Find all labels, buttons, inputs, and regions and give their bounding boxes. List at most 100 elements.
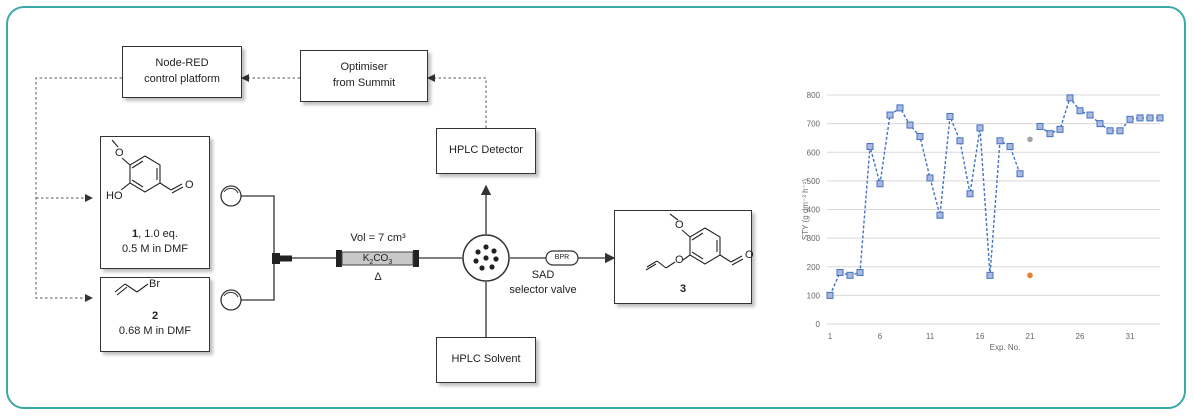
reactor-reagent: K2CO3 xyxy=(342,252,413,269)
x-axis-label: Exp. No. xyxy=(990,343,1021,352)
x-tick-label: 1 xyxy=(828,332,833,341)
structure-3-methoxy-o: O xyxy=(675,219,684,231)
reactor-volume: Vol = 7 cm³ xyxy=(350,232,406,244)
reactor-heat: Δ xyxy=(374,271,382,283)
data-point xyxy=(1116,127,1124,135)
orange-data-point xyxy=(1027,272,1033,279)
data-point xyxy=(836,268,844,276)
data-point xyxy=(916,133,924,141)
x-tick-label: 31 xyxy=(1126,332,1135,341)
data-point xyxy=(1106,127,1114,135)
valve-label: SAD selector valve xyxy=(503,268,583,298)
data-point xyxy=(896,104,904,112)
data-point xyxy=(846,271,854,279)
data-point xyxy=(986,271,994,279)
data-point xyxy=(976,124,984,132)
data-point xyxy=(1066,94,1074,102)
data-point xyxy=(906,121,914,129)
y-tick-label: 700 xyxy=(807,120,821,129)
reactor-reagent-sub2: 3 xyxy=(388,259,393,266)
reagent-2-number: 2 xyxy=(151,310,159,322)
hplc-solvent-box: HPLC Solvent xyxy=(436,337,536,383)
bpr-label: BPR xyxy=(554,254,570,261)
x-tick-label: 21 xyxy=(1026,332,1035,341)
structure-3 xyxy=(645,213,744,271)
data-point xyxy=(1036,122,1044,130)
y-tick-label: 100 xyxy=(807,291,821,300)
structure-1-methoxy-o: O xyxy=(115,147,124,159)
hplc-solvent-label: HPLC Solvent xyxy=(451,353,521,366)
x-tick-label: 6 xyxy=(878,332,883,341)
data-point xyxy=(996,137,1004,145)
y-tick-label: 400 xyxy=(807,206,821,215)
data-point xyxy=(1156,114,1164,122)
x-tick-label: 16 xyxy=(976,332,985,341)
hplc-detector-label: HPLC Detector xyxy=(449,144,523,157)
reactor-reagent-k: K xyxy=(362,253,370,264)
data-point xyxy=(926,174,934,182)
valve-label-line-2: selector valve xyxy=(509,283,577,296)
sad-selector-valve xyxy=(462,234,510,282)
x-tick-label: 11 xyxy=(926,332,935,341)
structure-3-ether-o: O xyxy=(675,254,684,266)
structure-2 xyxy=(114,283,149,296)
data-point xyxy=(966,190,974,198)
product-caption: 3 xyxy=(614,282,752,297)
gray-data-point xyxy=(1027,136,1033,143)
reactor-reagent-sub1: 2 xyxy=(369,259,374,266)
data-point xyxy=(1046,130,1054,138)
data-point xyxy=(856,268,864,276)
node-red-line-1: Node-RED xyxy=(155,57,209,70)
reagent-1-concentration: 0.5 M in DMF xyxy=(121,242,188,255)
hplc-detector-box: HPLC Detector xyxy=(436,128,536,174)
structure-1-aldehyde-o: O xyxy=(185,179,194,191)
reagent-2-concentration: 0.68 M in DMF xyxy=(118,324,192,337)
valve-label-line-1: SAD xyxy=(531,269,555,281)
y-tick-label: 600 xyxy=(807,148,821,157)
y-tick-label: 300 xyxy=(807,234,821,243)
back-pressure-regulator xyxy=(545,250,579,266)
dashed-control-lines xyxy=(35,74,487,302)
reagent-2-box xyxy=(100,277,210,352)
y-tick-label: 500 xyxy=(807,177,821,186)
figure-frame xyxy=(6,6,1186,409)
data-point xyxy=(1006,143,1014,151)
optimiser-box: Optimiser from Summit xyxy=(300,50,428,102)
data-point xyxy=(1076,107,1084,115)
data-point xyxy=(1136,114,1144,122)
reagent-1-caption: 1, 1.0 eq. 0.5 M in DMF xyxy=(100,227,210,257)
reactor-reagent-co: CO xyxy=(373,253,389,264)
data-point xyxy=(1056,125,1064,133)
node-red-line-2: control platform xyxy=(144,73,220,85)
optimiser-line-2: from Summit xyxy=(332,77,396,89)
data-point xyxy=(826,291,834,299)
reagent-2-caption: 2 0.68 M in DMF xyxy=(100,309,210,339)
pump-1 xyxy=(220,185,242,207)
data-point xyxy=(956,137,964,145)
structure-1 xyxy=(111,139,184,194)
data-point xyxy=(1086,111,1094,119)
data-point xyxy=(876,180,884,188)
data-point xyxy=(1126,115,1134,123)
structure-3-aldehyde-o: O xyxy=(745,249,754,261)
packed-bed-reactor xyxy=(336,250,419,267)
data-point xyxy=(1096,120,1104,128)
optimiser-line-1: Optimiser xyxy=(340,61,388,74)
data-point xyxy=(936,211,944,219)
data-point xyxy=(1016,170,1024,178)
y-axis-label: STY (g dm⁻³ h⁻¹) xyxy=(801,179,810,241)
node-red-box: Node-RED control platform xyxy=(122,46,242,98)
y-tick-label: 200 xyxy=(807,263,821,272)
data-point xyxy=(866,143,874,151)
reagent-1-box xyxy=(100,136,210,269)
reagent-1-equivalents: , 1.0 eq. xyxy=(138,228,178,240)
product-box xyxy=(614,210,752,304)
product-number: 3 xyxy=(679,283,687,295)
y-tick-label: 0 xyxy=(816,320,821,329)
reagent-1-number: 1 xyxy=(132,228,139,240)
t-mixer xyxy=(272,253,280,264)
data-point xyxy=(946,112,954,120)
data-point xyxy=(1146,114,1154,122)
